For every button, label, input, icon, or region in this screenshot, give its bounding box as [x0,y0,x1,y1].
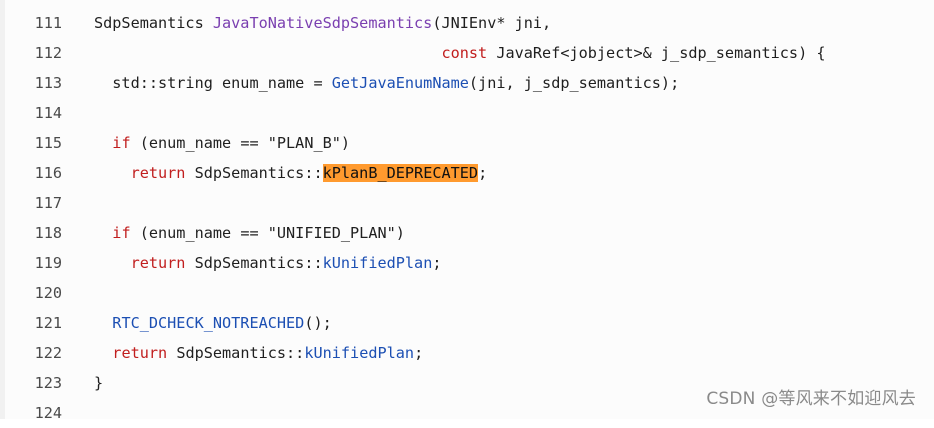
code-line: 124 [0,398,934,428]
code-token [94,164,131,182]
line-number: 120 [34,284,62,302]
code-text: return SdpSemantics::kPlanB_DEPRECATED; [94,158,487,188]
line-number: 123 [34,374,62,392]
code-viewer: 111 SdpSemantics JavaToNativeSdpSemantics… [0,0,916,422]
code-text: return SdpSemantics::kUnifiedPlan; [94,338,423,368]
code-line: 112 const JavaRef<jobject>& j_sdp_semant… [0,38,934,68]
code-line: 114 [0,98,934,128]
code-token: std::string enum_name = [94,74,332,92]
code-line: 123} [0,368,934,398]
line-number: 117 [34,194,62,212]
code-token: return [130,164,186,182]
code-line: 120 [0,278,934,308]
code-token: (enum_name == "UNIFIED_PLAN") [130,224,405,242]
code-text: } [94,368,103,398]
code-text: std::string enum_name = GetJavaEnumName(… [94,68,679,98]
code-token: (JNIEnv* jni, [432,14,552,32]
line-number: 112 [34,44,62,62]
code-text: return SdpSemantics::kUnifiedPlan; [94,248,442,278]
line-number: 115 [34,134,62,152]
line-number: 121 [34,314,62,332]
code-token: ; [478,164,488,182]
code-token [94,344,112,362]
code-token: kUnifiedPlan [304,344,415,362]
code-token: if [112,224,131,242]
highlighted-token: kPlanB_DEPRECATED [322,164,479,182]
code-token: ; [414,344,424,362]
code-token [94,224,112,242]
code-text: SdpSemantics JavaToNativeSdpSemantics(JN… [94,8,551,38]
code-text: if (enum_name == "PLAN_B") [94,128,350,158]
code-line: 115 if (enum_name == "PLAN_B") [0,128,934,158]
code-token: const [441,44,488,62]
code-token: (); [304,314,332,332]
code-token: RTC_DCHECK_NOTREACHED [112,314,305,332]
code-line: 121 RTC_DCHECK_NOTREACHED(); [0,308,934,338]
code-token [94,44,441,62]
line-number: 111 [34,14,62,32]
code-text: const JavaRef<jobject>& j_sdp_semantics)… [94,38,826,68]
code-token: JavaToNativeSdpSemantics [212,14,433,32]
watermark: CSDN @等风来不如迎风去 [706,389,916,409]
code-token: ; [432,254,442,272]
code-block: 111 SdpSemantics JavaToNativeSdpSemantics… [0,8,934,428]
code-token [94,134,112,152]
code-line: 118 if (enum_name == "UNIFIED_PLAN") [0,218,934,248]
code-token: JavaRef<jobject>& j_sdp_semantics) { [487,44,826,62]
line-number: 114 [34,104,62,122]
code-token: SdpSemantics:: [185,254,323,272]
code-token [94,314,112,332]
line-number: 124 [34,404,62,422]
code-line: 119 return SdpSemantics::kUnifiedPlan; [0,248,934,278]
code-line: 117 [0,188,934,218]
line-number: 113 [34,74,62,92]
code-token: SdpSemantics:: [167,344,305,362]
code-token: kUnifiedPlan [322,254,433,272]
code-token [94,254,131,272]
code-text: RTC_DCHECK_NOTREACHED(); [94,308,332,338]
code-token: SdpSemantics [94,14,213,32]
line-number: 119 [34,254,62,272]
code-token: (enum_name == "PLAN_B") [130,134,351,152]
code-line: 111 SdpSemantics JavaToNativeSdpSemantics… [0,8,934,38]
code-line: 122 return SdpSemantics::kUnifiedPlan; [0,338,934,368]
line-number: 116 [34,164,62,182]
code-token: GetJavaEnumName [331,74,469,92]
code-token: return [130,254,186,272]
code-token: return [112,344,168,362]
code-line: 113 std::string enum_name = GetJavaEnumN… [0,68,934,98]
code-text: if (enum_name == "UNIFIED_PLAN") [94,218,405,248]
code-line: 116 return SdpSemantics::kPlanB_DEPRECAT… [0,158,934,188]
code-token: } [94,374,104,392]
code-token: if [112,134,131,152]
code-token: (jni, j_sdp_semantics); [468,74,680,92]
code-token: SdpSemantics:: [185,164,323,182]
line-number: 118 [34,224,62,242]
line-number: 122 [34,344,62,362]
